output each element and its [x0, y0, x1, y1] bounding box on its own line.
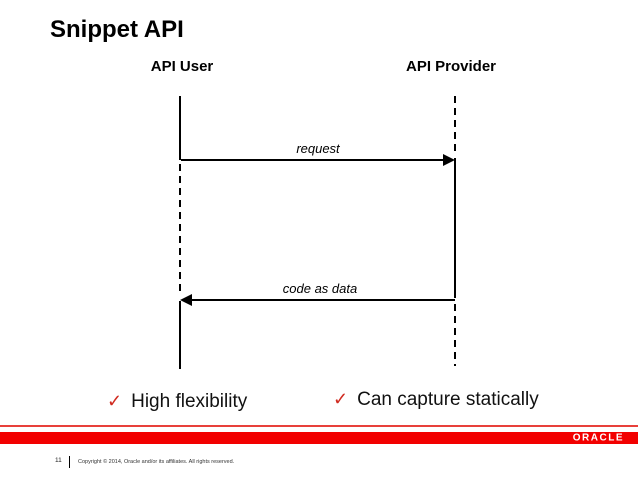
page-title: Snippet API [50, 16, 184, 43]
page-number: 11 [55, 457, 62, 464]
message-line-code-as-data [192, 299, 455, 301]
bullet-high-flexibility: ✓ High flexibility [107, 391, 247, 413]
actor-label-api-user: API User [150, 58, 214, 75]
bullet-can-capture-statically: ✓ Can capture statically [333, 389, 539, 411]
lifeline-provider-idle-bottom [454, 304, 456, 366]
checkmark-icon: ✓ [333, 389, 349, 409]
arrowhead-right-icon [443, 154, 455, 166]
bullet-label: Can capture statically [357, 389, 539, 410]
lifeline-provider-active [454, 158, 456, 298]
copyright-text: Copyright © 2014, Oracle and/or its affi… [78, 459, 235, 465]
actor-label-api-provider: API Provider [405, 58, 497, 75]
message-label-request: request [296, 141, 340, 156]
lifeline-provider-idle-top [454, 96, 456, 154]
bullet-label: High flexibility [131, 391, 248, 412]
footer-divider-line [0, 425, 638, 427]
brand-bar: ORACLE [0, 432, 638, 444]
arrowhead-left-icon [180, 294, 192, 306]
oracle-logo: ORACLE [572, 432, 624, 444]
lifeline-user-active-top [179, 96, 181, 160]
lifeline-user-active-bottom [179, 301, 181, 369]
checkmark-icon: ✓ [107, 391, 123, 411]
message-label-code-as-data: code as data [282, 281, 358, 296]
message-line-request [181, 159, 444, 161]
lifeline-user-idle [179, 164, 181, 296]
footer-separator [69, 456, 70, 468]
